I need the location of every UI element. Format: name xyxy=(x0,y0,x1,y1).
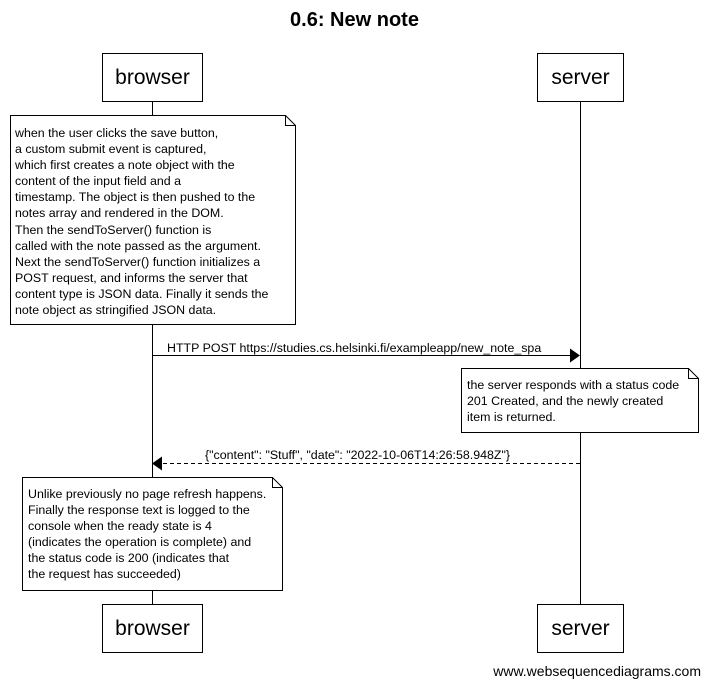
participant-browser-top: browser xyxy=(102,53,203,102)
participant-server-top: server xyxy=(537,53,624,102)
note-line: Unlike previously no page refresh happen… xyxy=(28,487,267,501)
note-browser-save: when the user clicks the save button, a … xyxy=(10,115,296,325)
response-message-label: {"content": "Stuff", "date": "2022-10-06… xyxy=(205,448,511,462)
response-message-arrowhead xyxy=(152,456,162,471)
note-line: called with the note passed as the argum… xyxy=(15,238,261,253)
note-line: POST request, and informs the server tha… xyxy=(15,270,248,285)
note-line: note object as stringified JSON data. xyxy=(15,303,217,318)
note-line: Finally the response text is logged to t… xyxy=(28,503,250,518)
note-frame xyxy=(22,477,283,591)
note-line: console when the ready state is 4 xyxy=(28,519,212,534)
footer-watermark: www.websequencediagrams.com xyxy=(493,663,701,679)
note-line: Then the sendToServer() function is xyxy=(15,222,212,237)
note-line: (indicates the operation is complete) an… xyxy=(28,535,252,550)
post-message-arrowhead xyxy=(570,348,580,363)
diagram-title: 0.6: New note xyxy=(290,9,419,31)
note-line: when the user clicks the save button, xyxy=(15,126,219,140)
note-line: timestamp. The object is then pushed to … xyxy=(15,190,256,205)
note-line: a custom submit event is captured, xyxy=(15,142,207,157)
note-line: Next the sendToServer() function initial… xyxy=(15,254,261,269)
note-frame xyxy=(461,368,699,433)
note-line: content of the input field and a xyxy=(15,174,182,189)
note-browser-response: Unlike previously no page refresh happen… xyxy=(22,477,283,591)
server-lifeline xyxy=(580,102,581,604)
browser-lifeline xyxy=(152,102,153,604)
participant-server-bottom: server xyxy=(537,604,624,653)
note-frame xyxy=(10,115,296,325)
note-line: item is returned. xyxy=(467,410,556,425)
note-line: the server responds with a status code xyxy=(467,378,680,392)
note-line: content type is JSON data. Finally it se… xyxy=(15,286,269,301)
note-line: the status code is 200 (indicates that xyxy=(28,551,230,566)
participant-browser-bottom: browser xyxy=(102,604,203,653)
note-server-response: the server responds with a status code 2… xyxy=(461,368,699,433)
post-message-label: HTTP POST https://studies.cs.helsinki.fi… xyxy=(167,341,542,355)
note-line: notes array and rendered in the DOM. xyxy=(15,206,224,221)
note-line: the request has succeeded) xyxy=(28,567,181,582)
note-line: 201 Created, and the newly created xyxy=(467,394,664,409)
note-line: which first creates a note object with t… xyxy=(15,158,235,173)
